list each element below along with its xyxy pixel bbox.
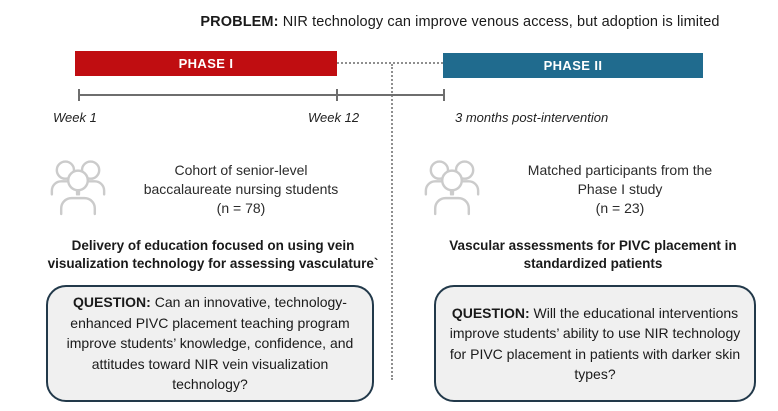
timeline-tick-week1 bbox=[78, 89, 80, 101]
phase2-cohort-line2: Phase I study bbox=[577, 181, 663, 197]
phase1-cohort-line2: baccalaureate nursing students bbox=[143, 181, 339, 197]
problem-title: PROBLEM: NIR technology can improve veno… bbox=[150, 14, 770, 30]
timeline-tick-post bbox=[443, 89, 445, 101]
phase2-question-box: QUESTION: Will the educational intervent… bbox=[434, 285, 756, 402]
phase1-bar: PHASE I bbox=[75, 51, 337, 76]
phase2-cohort-text: Matched participants from the Phase I st… bbox=[486, 161, 754, 218]
people-group-icon bbox=[424, 156, 480, 216]
phase2-cohort-line1: Matched participants from the bbox=[527, 162, 713, 178]
phase2-bar: PHASE II bbox=[443, 53, 703, 78]
phase1-bar-label: PHASE I bbox=[178, 56, 234, 71]
phase-connector-dotted-line bbox=[337, 62, 443, 64]
phase1-cohort-text: Cohort of senior-level baccalaureate nur… bbox=[112, 161, 370, 218]
phase1-question: QUESTION: Can an innovative, technology-… bbox=[48, 288, 372, 399]
phase1-intervention-text: Delivery of education focused on using v… bbox=[47, 238, 379, 271]
phase2-cohort-n: (n = 23) bbox=[595, 200, 645, 216]
timeline-tick-week12 bbox=[336, 89, 338, 101]
phase-divider-dotted-line bbox=[391, 64, 393, 380]
phase1-question-box: QUESTION: Can an innovative, technology-… bbox=[46, 285, 374, 402]
timeline-axis bbox=[78, 94, 445, 96]
phase2-question-text: Will the educational interventions impro… bbox=[449, 304, 741, 383]
week1-label: Week 1 bbox=[53, 110, 97, 125]
phase2-question-label: QUESTION: bbox=[451, 304, 530, 321]
problem-text: NIR technology can improve venous access… bbox=[282, 14, 720, 30]
phase2-intervention-text: Vascular assessments for PIVC placement … bbox=[449, 238, 737, 271]
phase1-cohort-n: (n = 78) bbox=[216, 200, 266, 216]
phase1-question-text: Can an innovative, technology-enhanced P… bbox=[66, 294, 354, 393]
problem-label: PROBLEM: bbox=[200, 14, 279, 30]
post-intervention-label: 3 months post-intervention bbox=[455, 110, 609, 125]
phase1-cohort-line1: Cohort of senior-level bbox=[174, 162, 308, 178]
phase1-question-label: QUESTION: bbox=[73, 294, 151, 311]
people-group-icon bbox=[50, 156, 106, 216]
week12-label: Week 12 bbox=[308, 110, 360, 125]
phase2-question: QUESTION: Will the educational intervent… bbox=[436, 299, 754, 389]
phase2-bar-label: PHASE II bbox=[543, 58, 603, 73]
